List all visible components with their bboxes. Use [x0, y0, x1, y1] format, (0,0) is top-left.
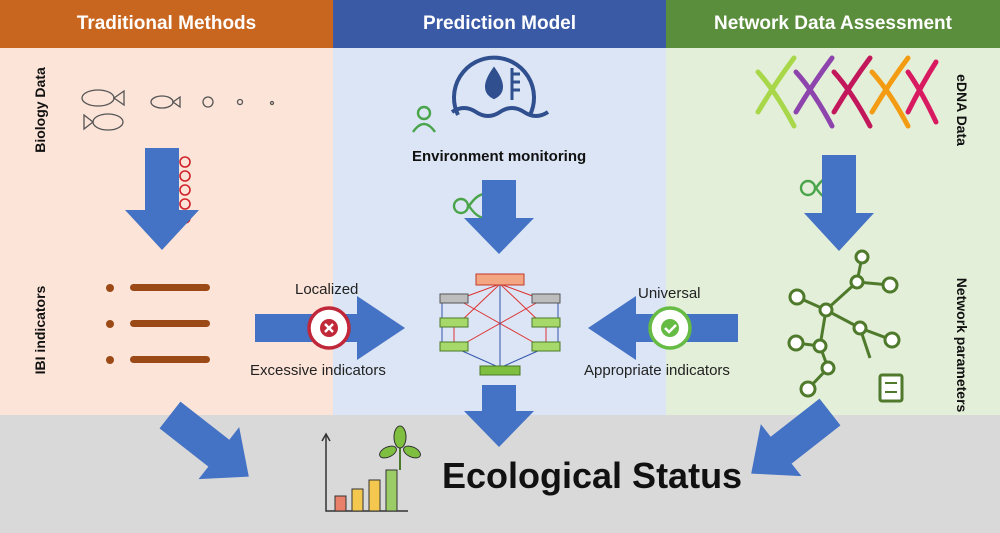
split-icon — [452, 192, 486, 220]
plant-icon — [379, 425, 421, 470]
header-prediction-model: Prediction Model — [333, 0, 666, 48]
network-graph-icon — [787, 249, 904, 403]
check-icon — [648, 306, 692, 350]
universal-label: Universal — [638, 285, 701, 302]
cross-icon — [307, 306, 351, 350]
ibi-list-icon — [106, 284, 210, 364]
dna-icon — [755, 55, 939, 129]
person-icon — [412, 105, 436, 133]
left-down-arrow — [125, 148, 199, 250]
middle-down-arrow-bottom — [464, 385, 534, 447]
middle-down-arrow-top — [464, 180, 534, 254]
fish-icon — [81, 89, 275, 131]
chain-icon — [179, 156, 191, 224]
localized-label: Localized — [295, 281, 359, 298]
appropriate-indicators-label: Appropriate indicators — [584, 362, 730, 379]
ecological-status-title: Ecological Status — [442, 455, 743, 496]
header-network-data-assessment: Network Data Assessment — [666, 0, 1000, 48]
header-traditional-methods: Traditional Methods — [0, 0, 333, 48]
excessive-indicators-label: Excessive indicators — [250, 362, 386, 379]
right-diagonal-arrow — [751, 398, 841, 477]
left-diagonal-arrow — [159, 401, 249, 480]
water-monitoring-icon — [450, 55, 550, 118]
right-down-arrow — [804, 155, 874, 251]
flowchart-model-icon — [439, 273, 561, 376]
bar-chart-icon — [321, 432, 408, 512]
environment-monitoring-label: Environment monitoring — [412, 148, 587, 165]
